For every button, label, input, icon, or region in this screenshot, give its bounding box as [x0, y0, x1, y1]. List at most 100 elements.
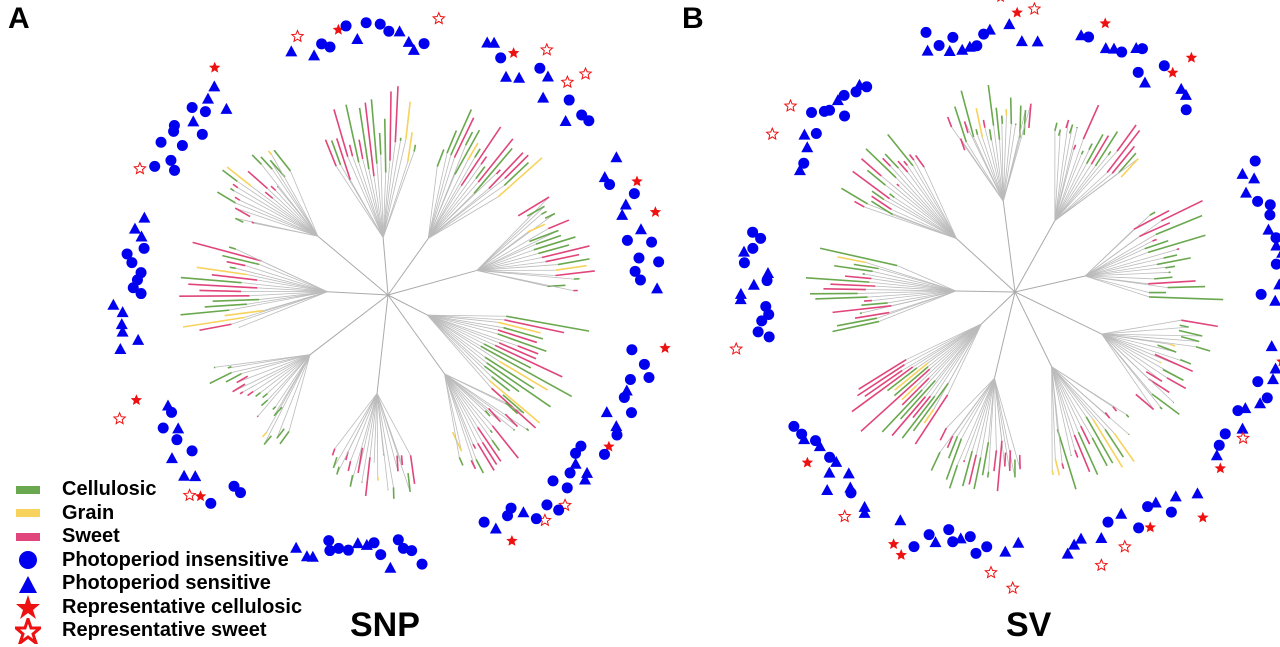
- photoperiod-insensitive-marker: [553, 504, 565, 516]
- photoperiod-insensitive-marker: [626, 344, 638, 356]
- leaf-branch: [939, 427, 948, 441]
- branch: [444, 373, 479, 444]
- branch: [1051, 366, 1053, 471]
- leaf-branch: [861, 302, 888, 306]
- leaf-branch: [1176, 248, 1180, 251]
- leaf-branch: [823, 288, 866, 291]
- leaf-branch: [477, 138, 514, 183]
- leaf-branch: [1088, 143, 1093, 151]
- leaf-branch: [450, 109, 473, 156]
- leaf-branch: [865, 148, 897, 179]
- leaf-branch: [1149, 211, 1156, 216]
- photoperiod-sensitive-marker: [220, 102, 233, 114]
- leaf-branch: [224, 309, 263, 317]
- leaf-branch: [489, 380, 541, 424]
- photoperiod-insensitive-marker: [368, 537, 380, 549]
- leaf-branch: [987, 84, 995, 126]
- photoperiod-insensitive-marker: [947, 31, 959, 43]
- leaf-branch: [406, 132, 413, 163]
- leaf-branch: [267, 150, 273, 156]
- photoperiod-insensitive-marker: [629, 265, 641, 277]
- photoperiod-insensitive-marker: [547, 475, 559, 487]
- representative-cellulosic-marker: [603, 440, 615, 452]
- leaf-branch: [834, 264, 873, 273]
- branch: [898, 185, 957, 239]
- branch: [865, 289, 956, 292]
- photoperiod-insensitive-marker: [360, 17, 372, 29]
- leaf-branch: [982, 119, 986, 128]
- branch: [869, 281, 956, 292]
- leaf-branch: [324, 139, 337, 167]
- leaf-branch: [470, 460, 477, 470]
- branch: [427, 155, 452, 239]
- leaf-branch: [204, 303, 247, 308]
- photoperiod-insensitive-marker: [323, 535, 335, 547]
- leaf-branch: [260, 399, 269, 407]
- leaf-branch: [228, 246, 237, 250]
- branch: [939, 378, 995, 453]
- photoperiod-sensitive-marker: [1210, 449, 1223, 461]
- leaf-branch: [1080, 425, 1091, 445]
- branch: [260, 354, 311, 393]
- photoperiod-sensitive-marker: [830, 455, 843, 467]
- photoperiod-insensitive-marker: [570, 447, 582, 459]
- leaf-branch: [239, 391, 244, 395]
- leaf-branch: [480, 345, 573, 398]
- photoperiod-sensitive-marker: [929, 536, 942, 548]
- branch: [889, 290, 956, 313]
- representative-cellulosic-marker: [1197, 511, 1209, 523]
- photoperiod-sensitive-marker: [1061, 547, 1074, 559]
- branch: [1085, 275, 1150, 293]
- branch: [267, 188, 319, 237]
- branch: [309, 294, 389, 356]
- leaf-branch: [871, 190, 885, 201]
- leaf-branch: [247, 170, 269, 190]
- photoperiod-insensitive-marker: [418, 38, 430, 50]
- branch: [1054, 150, 1118, 221]
- branch: [476, 261, 546, 271]
- leaf-branch: [330, 140, 342, 166]
- leaf-branch: [413, 144, 417, 152]
- leaf-branch: [481, 441, 498, 465]
- branch: [865, 262, 956, 292]
- branch: [999, 139, 1004, 202]
- branch: [1002, 201, 1016, 293]
- panel-title-snp: SNP: [350, 606, 420, 644]
- photoperiod-sensitive-marker: [162, 399, 175, 411]
- leaf-branch: [400, 455, 404, 466]
- branch: [290, 170, 319, 237]
- photoperiod-insensitive-marker: [135, 267, 147, 279]
- branch: [369, 393, 378, 458]
- branch: [427, 314, 498, 335]
- leaf-branch: [541, 210, 547, 215]
- photoperiod-sensitive-marker: [1115, 507, 1128, 519]
- leaf-branch: [881, 389, 923, 433]
- leaf-branch: [517, 196, 550, 217]
- branch: [427, 314, 481, 347]
- branch: [1051, 366, 1075, 436]
- representative-sweet-marker: [578, 66, 593, 80]
- leaf-branch: [897, 160, 909, 173]
- branch: [362, 158, 384, 238]
- leaf-branch: [349, 474, 354, 487]
- photoperiod-insensitive-marker: [981, 541, 993, 553]
- branch: [444, 373, 500, 451]
- photoperiod-insensitive-marker: [1116, 46, 1128, 58]
- photoperiod-insensitive-marker: [638, 358, 650, 370]
- photoperiod-insensitive-marker: [970, 547, 982, 559]
- leaf-branch: [188, 283, 258, 289]
- branch: [236, 354, 311, 383]
- leaf-branch: [1147, 234, 1206, 254]
- photoperiod-insensitive-marker: [633, 252, 645, 264]
- leaf-branch: [247, 390, 254, 397]
- photoperiod-sensitive-marker: [1138, 76, 1151, 88]
- branch: [1085, 272, 1169, 277]
- branch: [444, 373, 514, 430]
- photoperiod-insensitive-marker: [624, 374, 636, 386]
- green-bar-icon: [16, 485, 40, 494]
- photoperiod-sensitive-marker: [616, 208, 629, 220]
- branch: [1084, 236, 1140, 277]
- representative-cellulosic-marker: [997, 0, 1005, 3]
- branch: [994, 378, 1003, 441]
- leaf-branch: [498, 342, 537, 360]
